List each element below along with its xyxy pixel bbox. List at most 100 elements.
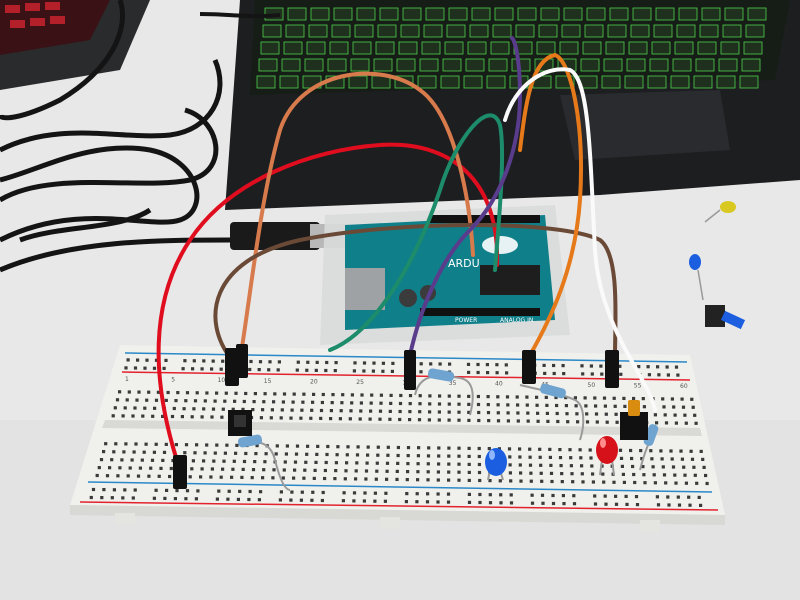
- breadboard-hole: [108, 466, 112, 470]
- breadboard-hole: [406, 446, 411, 450]
- keyboard-keys: [256, 7, 767, 89]
- breadboard-hole: [241, 467, 245, 471]
- breadboard-hole: [195, 443, 199, 447]
- breadboard-hole: [398, 409, 402, 414]
- breadboard-hole: [536, 419, 540, 423]
- breadboard-hole: [677, 503, 682, 507]
- keyboard-key: [624, 75, 644, 89]
- breadboard-hole: [621, 472, 625, 476]
- breadboard-hole: [519, 471, 523, 475]
- keyboard-key: [559, 41, 579, 55]
- breadboard-hole: [196, 489, 200, 493]
- keyboard-key: [471, 7, 491, 21]
- breadboard-hole: [257, 368, 261, 372]
- breadboard-hole: [273, 392, 277, 396]
- breadboard-hole: [302, 392, 306, 396]
- breadboard-hole: [271, 476, 275, 480]
- breadboard-hole: [518, 447, 522, 451]
- breadboard-hole: [659, 449, 663, 453]
- breadboard-hole: [132, 450, 136, 454]
- breadboard-hole: [345, 453, 349, 457]
- breadboard-hole: [612, 396, 616, 400]
- breadboard-hole: [446, 492, 451, 496]
- breadboard-hole: [366, 453, 370, 457]
- breadboard-hole: [348, 417, 352, 421]
- breadboard-hole: [556, 419, 560, 424]
- breadboard-hole: [538, 447, 542, 451]
- breadboard-hole: [223, 451, 227, 455]
- breadboard-hole: [676, 373, 680, 377]
- breadboard-hole: [215, 443, 219, 447]
- breadboard-hole: [290, 408, 294, 412]
- breadboard-hole: [236, 497, 240, 501]
- breadboard-hole: [583, 396, 587, 400]
- breadboard-hole: [560, 480, 564, 484]
- breadboard-hole: [152, 366, 157, 370]
- loose-button: [705, 305, 746, 330]
- breadboard-hole: [217, 489, 221, 493]
- breadboard-hole: [655, 421, 659, 425]
- breadboard-hole: [283, 460, 287, 464]
- keyboard-key: [402, 7, 422, 21]
- breadboard-hole: [467, 478, 471, 482]
- breadboard-hole: [639, 449, 643, 453]
- breadboard-hole: [151, 414, 155, 418]
- breadboard-hole: [183, 451, 187, 455]
- breadboard-hole: [564, 404, 568, 408]
- breadboard-hole: [437, 446, 441, 450]
- breadboard-hole: [221, 359, 225, 363]
- breadboard-column-number: 5: [171, 377, 175, 384]
- breadboard-hole: [191, 459, 195, 463]
- breadboard-hole: [623, 404, 627, 408]
- breadboard-hole: [238, 489, 242, 493]
- breadboard-hole: [664, 481, 668, 485]
- breadboard-hole: [525, 395, 529, 399]
- breadboard-hole: [405, 492, 409, 496]
- keyboard-key: [494, 7, 514, 21]
- breadboard-hole: [506, 419, 510, 423]
- breadboard-hole: [359, 409, 363, 413]
- breadboard-hole: [488, 501, 493, 505]
- keyboard-key: [586, 7, 606, 21]
- breadboard-hole: [385, 477, 389, 481]
- breadboard-hole: [595, 420, 599, 424]
- breadboard-hole: [294, 452, 299, 456]
- breadboard-hole: [593, 494, 597, 498]
- breadboard-hole: [477, 462, 481, 467]
- breadboard-hole: [272, 468, 276, 472]
- breadboard-hole: [110, 496, 114, 500]
- breadboard-hole: [258, 360, 263, 364]
- breadboard-hole: [339, 409, 343, 413]
- keyboard-key: [440, 75, 460, 89]
- breadboard-hole: [575, 412, 579, 416]
- breadboard-hole: [476, 402, 481, 407]
- breadboard-hole: [391, 361, 395, 365]
- breadboard-hole: [279, 490, 283, 494]
- breadboard-hole: [593, 502, 598, 506]
- breadboard-hole: [149, 466, 153, 470]
- breadboard-hole: [162, 450, 167, 454]
- breadboard-hole: [688, 503, 692, 507]
- breadboard-hole: [498, 479, 502, 483]
- keyboard-key: [701, 7, 721, 21]
- breadboard-hole: [334, 469, 338, 473]
- breadboard-hole: [369, 409, 373, 413]
- breadboard-hole: [573, 396, 577, 400]
- breadboard-hole: [281, 476, 285, 480]
- breadboard-hole: [350, 393, 354, 397]
- breadboard-hole: [255, 444, 259, 448]
- breadboard-hole: [384, 491, 388, 495]
- keyboard-key: [262, 24, 282, 38]
- breadboard-column-number: 40: [495, 381, 503, 388]
- breadboard-hole: [184, 399, 188, 403]
- breadboard-hole: [419, 370, 423, 374]
- breadboard-hole: [485, 363, 489, 367]
- keyboard-key: [260, 41, 280, 55]
- breadboard-hole: [416, 462, 420, 466]
- breadboard-hole: [163, 496, 167, 500]
- breadboard-hole: [291, 400, 295, 404]
- breadboard-hole: [656, 365, 660, 369]
- breadboard-hole: [175, 489, 179, 493]
- breadboard-hole: [199, 475, 203, 479]
- breadboard-hole: [231, 467, 235, 471]
